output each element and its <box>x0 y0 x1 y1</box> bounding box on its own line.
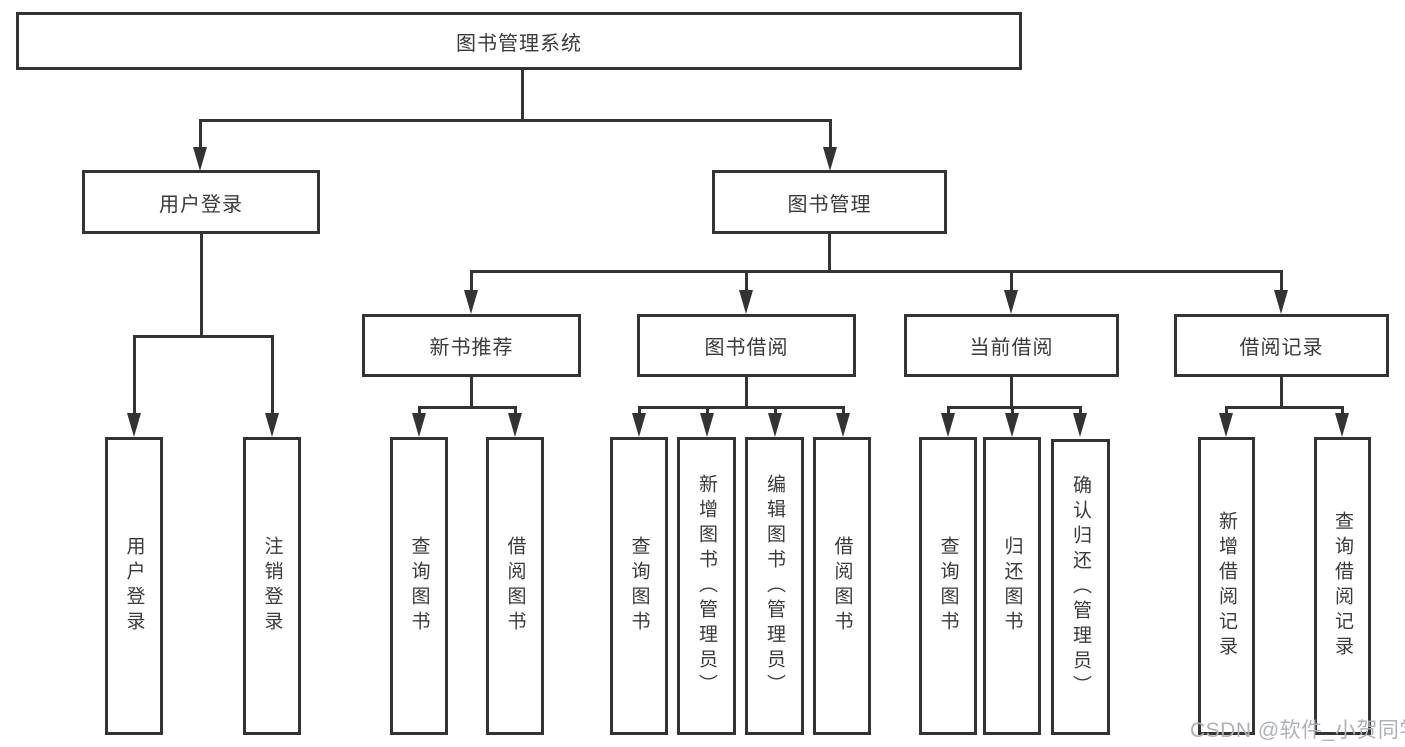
arrowhead <box>265 413 279 437</box>
arrowhead <box>1274 290 1288 314</box>
leaf-query-books-current: 查询图书 <box>919 437 977 735</box>
arrowhead <box>836 413 850 437</box>
connector-line <box>947 406 1082 409</box>
connector-line <box>470 270 1282 273</box>
connector-line <box>706 406 709 418</box>
connector-line <box>470 270 473 296</box>
connector-line <box>199 119 832 122</box>
connector-line <box>1280 270 1283 296</box>
node-book-management: 图书管理 <box>712 170 947 234</box>
leaf-user-login: 用户登录 <box>105 437 163 735</box>
node-library-management-system: 图书管理系统 <box>16 12 1022 70</box>
arrowhead <box>823 147 837 171</box>
connector-line <box>271 335 274 417</box>
connector-line <box>947 406 950 418</box>
connector-line <box>418 406 517 409</box>
node-current-borrow: 当前借阅 <box>904 314 1119 377</box>
connector-line <box>1225 406 1228 418</box>
connector-line <box>470 377 473 409</box>
connector-line <box>133 335 274 338</box>
arrowhead <box>1335 413 1349 437</box>
leaf-borrow-books-recommend: 借阅图书 <box>486 437 544 735</box>
leaf-confirm-return-admin: 确认归还（管理员） <box>1051 439 1110 735</box>
leaf-add-books-admin: 新增图书（管理员） <box>677 437 736 735</box>
connector-line <box>200 234 203 338</box>
leaf-query-books-recommend: 查询图书 <box>390 437 448 735</box>
arrowhead <box>127 413 141 437</box>
connector-line <box>828 234 831 273</box>
arrowhead <box>1073 413 1087 437</box>
connector-line <box>514 406 517 418</box>
leaf-return-books: 归还图书 <box>983 437 1041 735</box>
connector-line <box>1079 406 1082 418</box>
arrowhead <box>1004 290 1018 314</box>
arrowhead <box>700 413 714 437</box>
connector-line <box>638 406 641 418</box>
arrowhead <box>739 290 753 314</box>
connector-line <box>842 406 845 418</box>
arrowhead <box>412 413 426 437</box>
node-borrow-records: 借阅记录 <box>1174 314 1389 377</box>
arrowhead <box>464 290 478 314</box>
leaf-query-books-borrow: 查询图书 <box>610 437 668 735</box>
connector-line <box>1341 406 1344 418</box>
leaf-borrow-books: 借阅图书 <box>813 437 871 735</box>
connector-line <box>521 70 524 122</box>
arrowhead <box>941 413 955 437</box>
leaf-edit-books-admin: 编辑图书（管理员） <box>745 437 804 735</box>
csdn-watermark: CSDN @软件_小贺同学 <box>1190 719 1405 742</box>
connector-line <box>1280 377 1283 409</box>
arrowhead <box>193 147 207 171</box>
connector-line <box>1225 406 1344 409</box>
arrowhead <box>632 413 646 437</box>
node-book-borrow: 图书借阅 <box>637 314 856 377</box>
connector-line <box>1010 377 1013 409</box>
connector-line <box>1010 270 1013 296</box>
arrowhead <box>768 413 782 437</box>
arrowhead <box>1219 413 1233 437</box>
connector-line <box>199 119 202 151</box>
connector-line <box>745 377 748 409</box>
connector-line <box>774 406 777 418</box>
leaf-query-borrow-record: 查询借阅记录 <box>1314 437 1371 735</box>
connector-line <box>1011 406 1014 418</box>
leaf-add-borrow-record: 新增借阅记录 <box>1198 437 1255 735</box>
arrowhead <box>1005 413 1019 437</box>
connector-line <box>829 119 832 151</box>
node-new-book-recommend: 新书推荐 <box>362 314 581 377</box>
connector-line <box>418 406 421 418</box>
leaf-logout: 注销登录 <box>243 437 301 735</box>
connector-line <box>638 406 845 409</box>
connector-line <box>745 270 748 296</box>
node-user-login: 用户登录 <box>82 170 320 234</box>
connector-line <box>133 335 136 417</box>
arrowhead <box>508 413 522 437</box>
